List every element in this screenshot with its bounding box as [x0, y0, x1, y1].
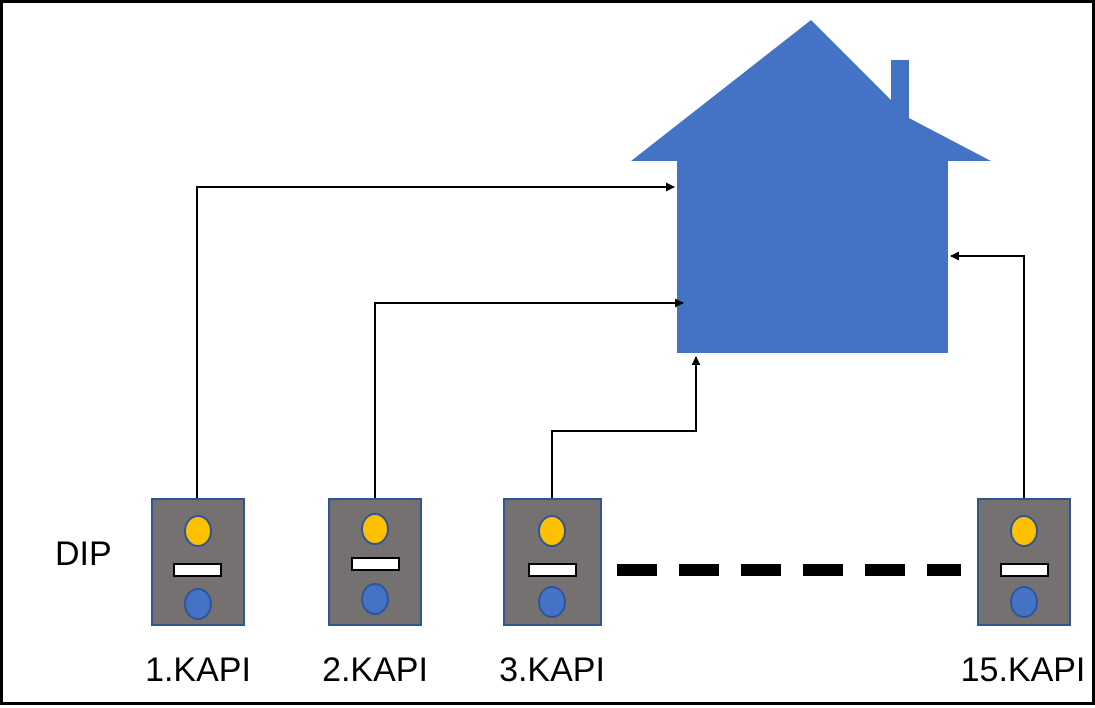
bottom-led-icon	[1010, 586, 1038, 618]
slot-icon	[528, 563, 577, 577]
diagram-canvas: DIP 1.KAPI 2.KAPI 3.KAPI 15.KAPI	[55, 20, 1086, 689]
door-panel-15	[977, 498, 1071, 626]
panel-label-15: 15.KAPI	[961, 651, 1086, 689]
house-icon	[631, 20, 991, 353]
door-panel-1	[151, 498, 245, 626]
door-panel-3	[503, 498, 602, 626]
door-panel-2	[328, 498, 422, 626]
panel-label-1: 1.KAPI	[145, 651, 251, 689]
bottom-led-icon	[361, 583, 389, 615]
slot-icon	[351, 557, 400, 571]
bottom-led-icon	[538, 586, 566, 618]
connector-panel-3	[551, 356, 701, 498]
panel-label-3: 3.KAPI	[499, 651, 605, 689]
connector-panel-1	[196, 182, 675, 498]
connector-panel-2	[374, 298, 684, 498]
slot-icon	[173, 563, 222, 577]
top-led-icon	[361, 513, 389, 545]
bottom-led-icon	[184, 588, 212, 620]
panel-label-2: 2.KAPI	[322, 651, 428, 689]
top-led-icon	[1010, 515, 1038, 547]
top-led-icon	[538, 515, 566, 547]
side-label: DIP	[55, 535, 112, 573]
top-led-icon	[184, 515, 212, 547]
connector-panel-15	[950, 251, 1025, 498]
slot-icon	[1000, 563, 1049, 577]
